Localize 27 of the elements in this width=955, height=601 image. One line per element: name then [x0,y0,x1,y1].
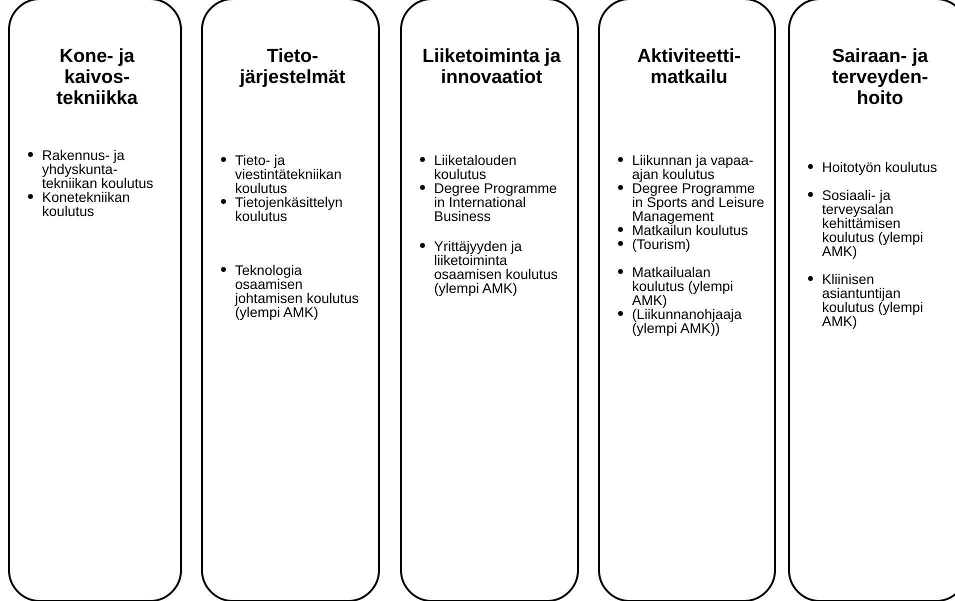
list-item: Tietojenkäsittelyn koulutus [221,195,361,223]
panel-heading: Aktiviteetti- matkailu [636,46,742,88]
rounded-panel [788,0,955,601]
rounded-panel [400,0,579,601]
panel-heading: Liiketoiminta ja innovaatiot [421,46,562,88]
list-item: (Tourism) [618,237,766,251]
list-item: Teknologia osaamisen johtamisen koulutus (ylempi AMK) [221,263,361,319]
list-item: (Liikunnanohjaaja (ylempi AMK)) [618,307,766,335]
rounded-panel [598,0,776,601]
panel-heading: Tieto- järjestelmät [238,46,346,88]
list-item: Yrittäjyyden ja liiketoiminta osaamisen koulutus (ylempi AMK) [420,239,560,295]
list-item: Matkailualan koulutus (ylempi AMK) [618,265,766,307]
list-item: Sosiaali- ja terveysalan kehittämisen koulutus (ylempi AMK) [808,188,948,258]
list-item: Liikunnan ja vapaa-ajan koulutus [618,153,766,181]
list-item: Kliinisen asiantuntijan koulutus (ylempi AMK) [808,272,948,328]
list-item: Liiketalouden koulutus [420,153,560,181]
list-item: Konetekniikan koulutus [28,190,158,218]
list-item: Tieto- ja viestintätekniikan koulutus [221,153,361,195]
panel-heading: Kone- ja kaivos- tekniikka [55,46,139,109]
rounded-panel [201,0,380,601]
list-item: Matkailun koulutus [618,223,766,237]
list-item: Degree Programme in International Business [420,181,560,223]
panel-heading: Sairaan- ja terveyden- hoito [830,46,930,109]
rounded-panel [8,0,182,601]
list-item: Degree Programme in Sports and Leisure Management [618,181,766,223]
list-item: Rakennus- ja yhdyskunta- tekniikan koulutus [28,148,158,190]
list-item: Hoitotyön koulutus [808,160,948,174]
